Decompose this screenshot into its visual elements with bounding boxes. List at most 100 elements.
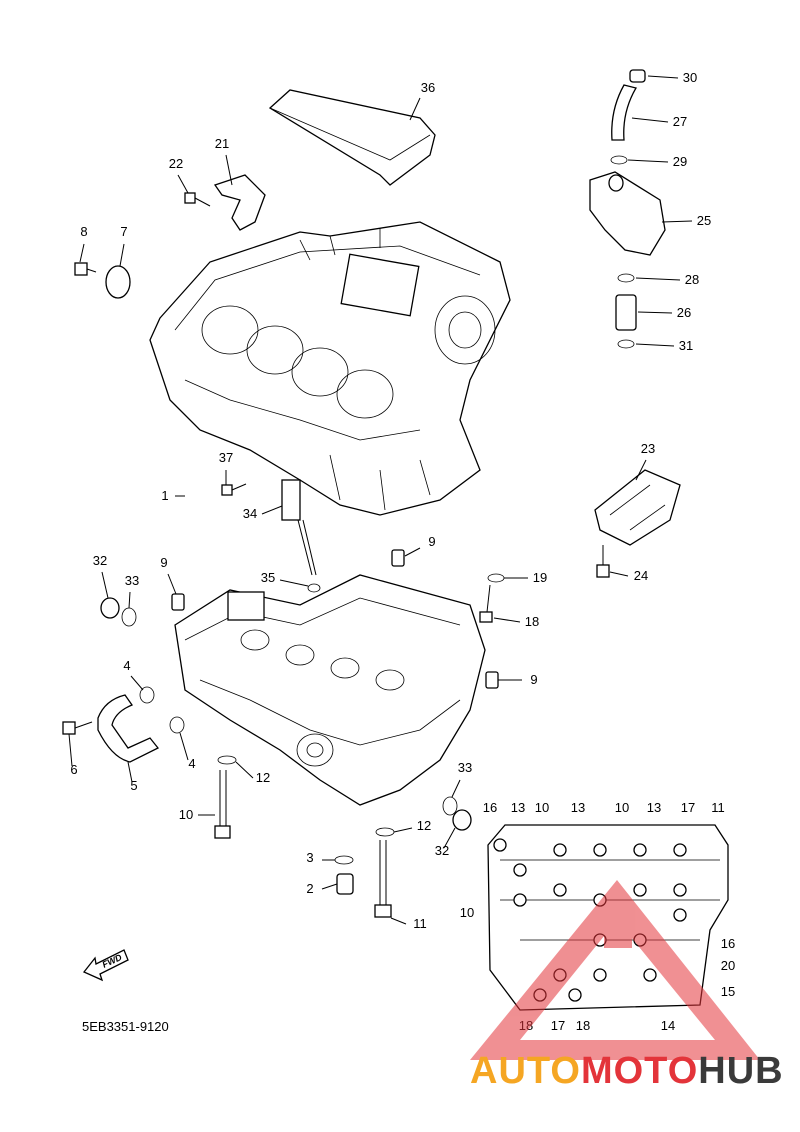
part-23-plate [594, 469, 681, 546]
watermark-text: AUTOMOTOHUB [470, 1050, 784, 1092]
inset-callout-label-15: 15 [721, 984, 735, 999]
callout-leader-32 [443, 827, 456, 849]
callout-leader-18 [493, 617, 521, 623]
inset-bolt-hole [673, 843, 687, 857]
callout-label-25: 25 [697, 213, 711, 228]
inset-callout-label-10: 10 [460, 905, 474, 920]
part-31-clip [617, 339, 635, 349]
callout-label-18: 18 [525, 614, 539, 629]
inset-bolt-hole [643, 968, 657, 982]
callout-leader-12 [393, 827, 413, 833]
inset-bolt-hole [513, 893, 527, 907]
part-30-clamp [629, 69, 646, 83]
inset-bolt-hole [513, 863, 527, 877]
part-2-dowel [336, 873, 354, 895]
part-6-bolt [62, 721, 93, 735]
callout-label-33: 33 [458, 760, 472, 775]
callout-label-29: 29 [673, 154, 687, 169]
callout-label-19: 19 [533, 570, 547, 585]
diagram-code: 5EB3351-9120 [82, 1019, 169, 1034]
inset-callout-label-17: 17 [551, 1018, 565, 1033]
watermark-cylinder [604, 910, 632, 948]
inset-callout-label-18: 18 [576, 1018, 590, 1033]
callout-leader-24 [609, 571, 629, 577]
callout-leader-21 [225, 154, 233, 186]
part-35-washer [307, 583, 321, 593]
callout-leader-30 [647, 75, 679, 79]
part-22-bolt [184, 192, 211, 207]
callout-label-23: 23 [641, 441, 655, 456]
part-5-pipe [97, 694, 160, 763]
callout-label-35: 35 [261, 570, 275, 585]
part-34-sensor [281, 479, 317, 576]
part-18-bolt [479, 584, 493, 623]
upper-crankcase [149, 221, 511, 516]
callout-label-7: 7 [120, 224, 127, 239]
inset-bolt-hole [553, 883, 567, 897]
callout-label-22: 22 [169, 156, 183, 171]
callout-leader-2 [321, 883, 338, 890]
callout-leader-36 [409, 97, 421, 121]
callout-leader-9 [404, 547, 421, 557]
callout-label-9: 9 [530, 672, 537, 687]
inset-callout-label-17: 17 [681, 800, 695, 815]
part-7-cap [105, 265, 131, 299]
callout-leader-7 [119, 243, 125, 267]
callout-label-5: 5 [130, 778, 137, 793]
part-37-bolt [221, 483, 247, 496]
inset-callout-label-14: 14 [661, 1018, 675, 1033]
part-10-bolt [214, 770, 231, 839]
part-28-clip [617, 273, 635, 283]
callout-leader-35 [279, 579, 309, 587]
callout-label-31: 31 [679, 338, 693, 353]
callout-leader-28 [635, 277, 681, 281]
callout-label-6: 6 [70, 762, 77, 777]
part-11-bolt [374, 840, 392, 918]
inset-callout-label-13: 13 [511, 800, 525, 815]
callout-leader-25 [661, 220, 693, 223]
callout-leader-34 [261, 505, 283, 515]
part-8-bolt [74, 262, 97, 276]
part-25-box [589, 171, 666, 256]
callout-label-32: 32 [435, 843, 449, 858]
callout-label-37: 37 [219, 450, 233, 465]
callout-label-28: 28 [685, 272, 699, 287]
part-29-clip [610, 155, 628, 165]
inset-bolt-hole [633, 843, 647, 857]
inset-callout-label-13: 13 [571, 800, 585, 815]
callout-leader-32 [101, 571, 109, 599]
inset-bolt-hole [593, 968, 607, 982]
callout-label-3: 3 [306, 850, 313, 865]
callout-label-27: 27 [673, 114, 687, 129]
part-27-hose [611, 84, 637, 141]
callout-leader-4 [179, 732, 189, 761]
inset-callout-label-16: 16 [721, 936, 735, 951]
inset-bolt-hole [568, 988, 582, 1002]
inset-callout-label-11: 11 [711, 800, 725, 815]
callout-label-8: 8 [80, 224, 87, 239]
inset-callout-label-10: 10 [615, 800, 629, 815]
part-24-bolt [596, 545, 610, 578]
part-32-plugs [100, 597, 472, 831]
callout-leader-11 [390, 917, 407, 925]
lower-crankcase [174, 574, 486, 806]
inset-bolt-hole [633, 883, 647, 897]
callout-leader-6 [68, 733, 73, 767]
callout-leader-9 [167, 573, 177, 595]
inset-bolt-hole [673, 883, 687, 897]
inset-callout-label-13: 13 [647, 800, 661, 815]
callout-label-2: 2 [306, 881, 313, 896]
callout-leader-8 [79, 243, 85, 263]
callout-leader-29 [627, 159, 669, 163]
part-3-washer [334, 855, 354, 865]
callout-leader-31 [635, 343, 675, 347]
part-19-washer [487, 573, 505, 583]
callout-label-32: 32 [93, 553, 107, 568]
inset-bolt-hole [493, 838, 507, 852]
callout-label-4: 4 [123, 658, 130, 673]
callout-label-34: 34 [243, 506, 257, 521]
part-26-tube [615, 294, 637, 331]
callout-leader-22 [177, 174, 189, 194]
callout-label-12: 12 [417, 818, 431, 833]
